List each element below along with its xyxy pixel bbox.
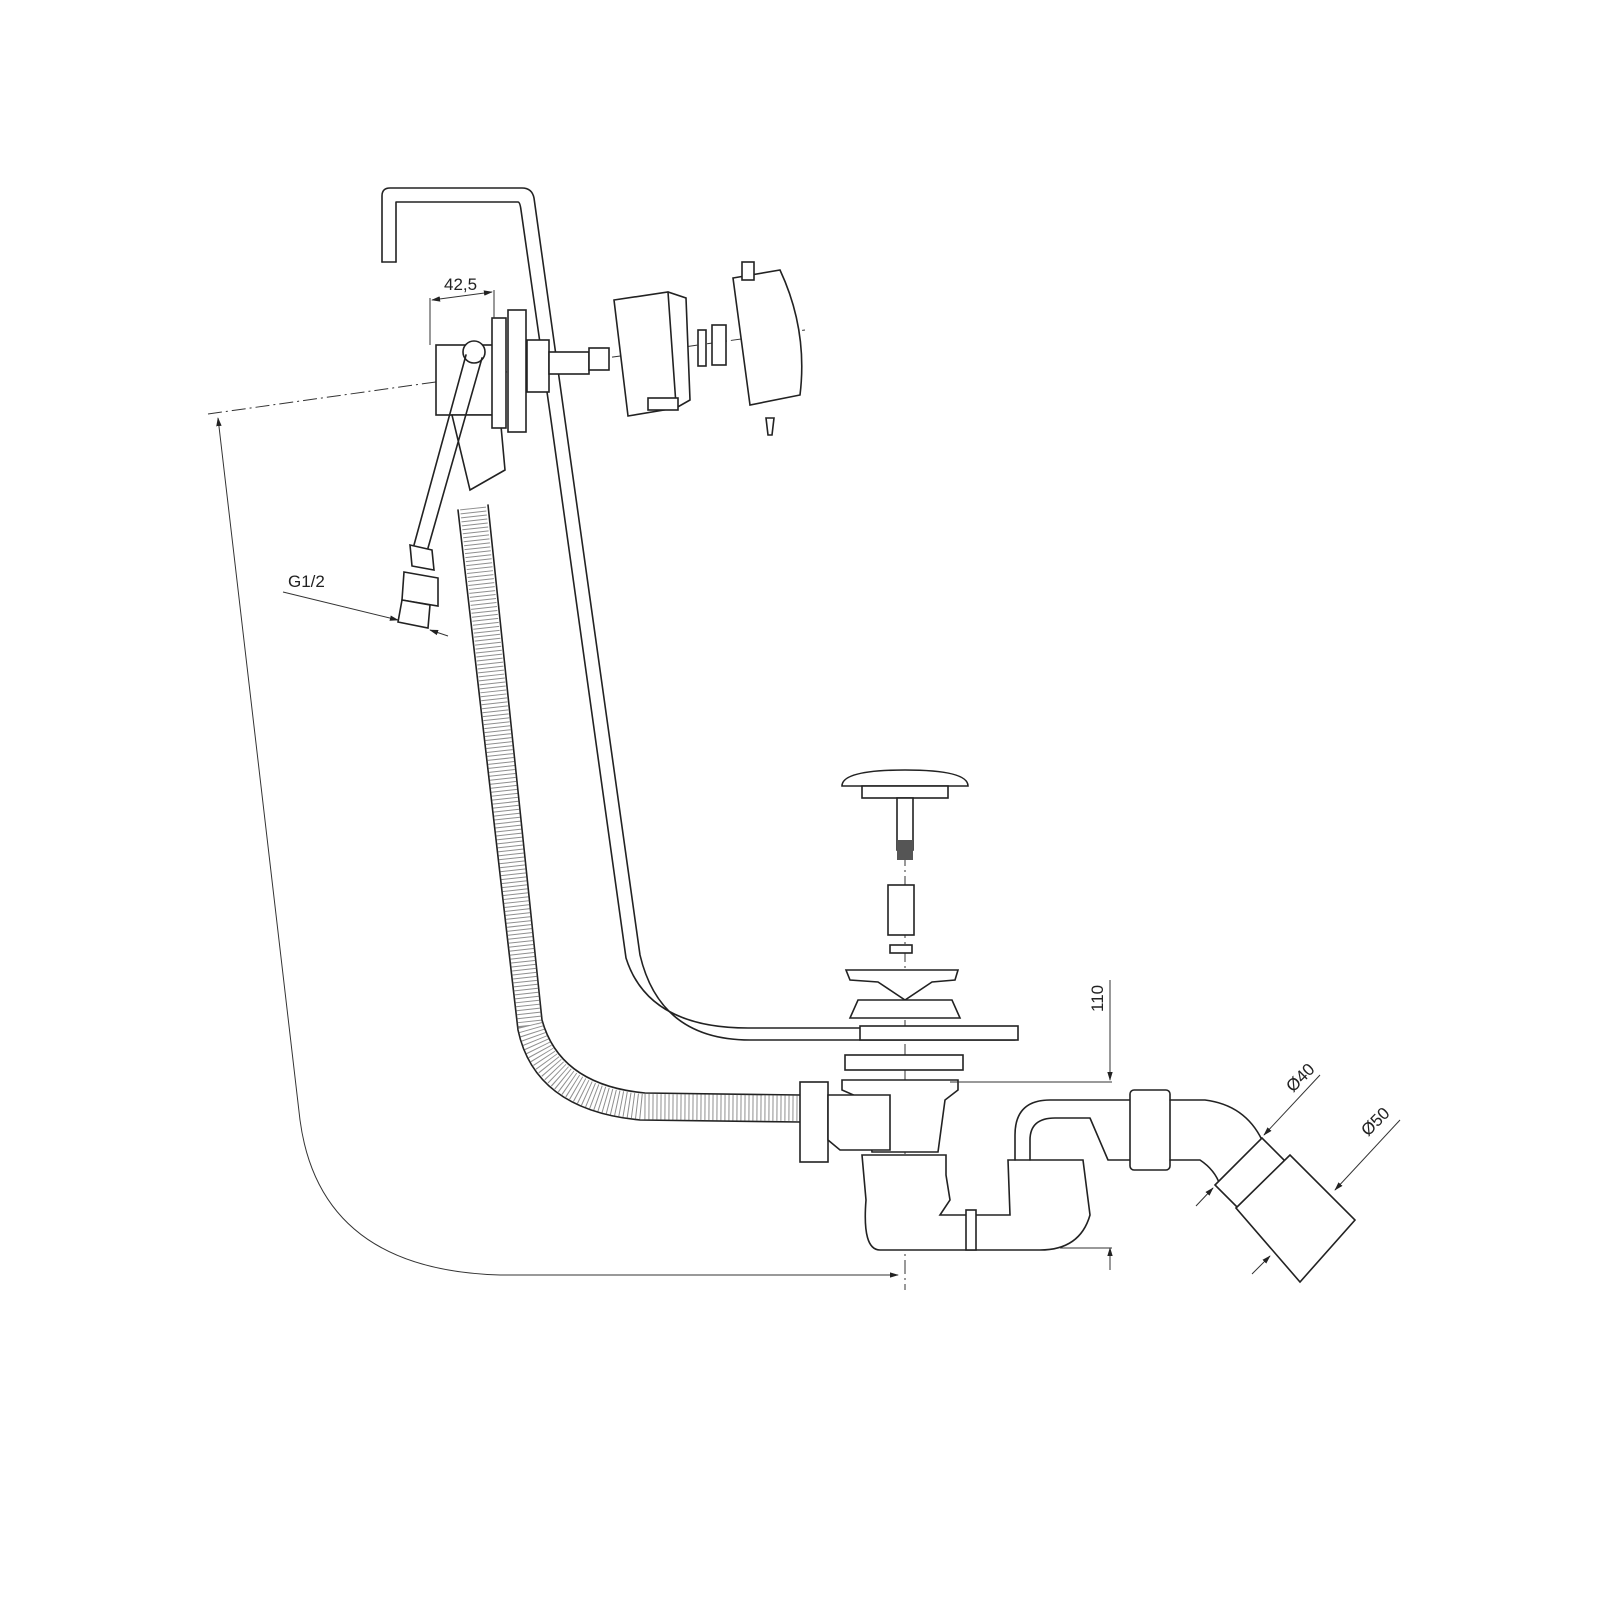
corrugated-hose — [457, 504, 801, 1123]
overflow-body — [435, 309, 610, 492]
dimension-label-d40: Ø40 — [1282, 1060, 1318, 1096]
dimension-label-g1-2: G1/2 — [288, 572, 325, 591]
overflow-cover-parts — [613, 261, 803, 436]
dimension-overall — [216, 417, 899, 1278]
dimension-g1-2: G1/2 — [282, 572, 449, 637]
dimension-42-5: 42,5 — [429, 275, 495, 345]
dimension-label-42-5: 42,5 — [444, 275, 477, 294]
overflow-pipe — [381, 187, 1019, 1041]
outlet-elbow — [1129, 1089, 1357, 1284]
dimension-label-d50: Ø50 — [1357, 1104, 1393, 1140]
dimension-110: 110 — [950, 980, 1113, 1270]
dimension-label-110: 110 — [1088, 985, 1107, 1012]
